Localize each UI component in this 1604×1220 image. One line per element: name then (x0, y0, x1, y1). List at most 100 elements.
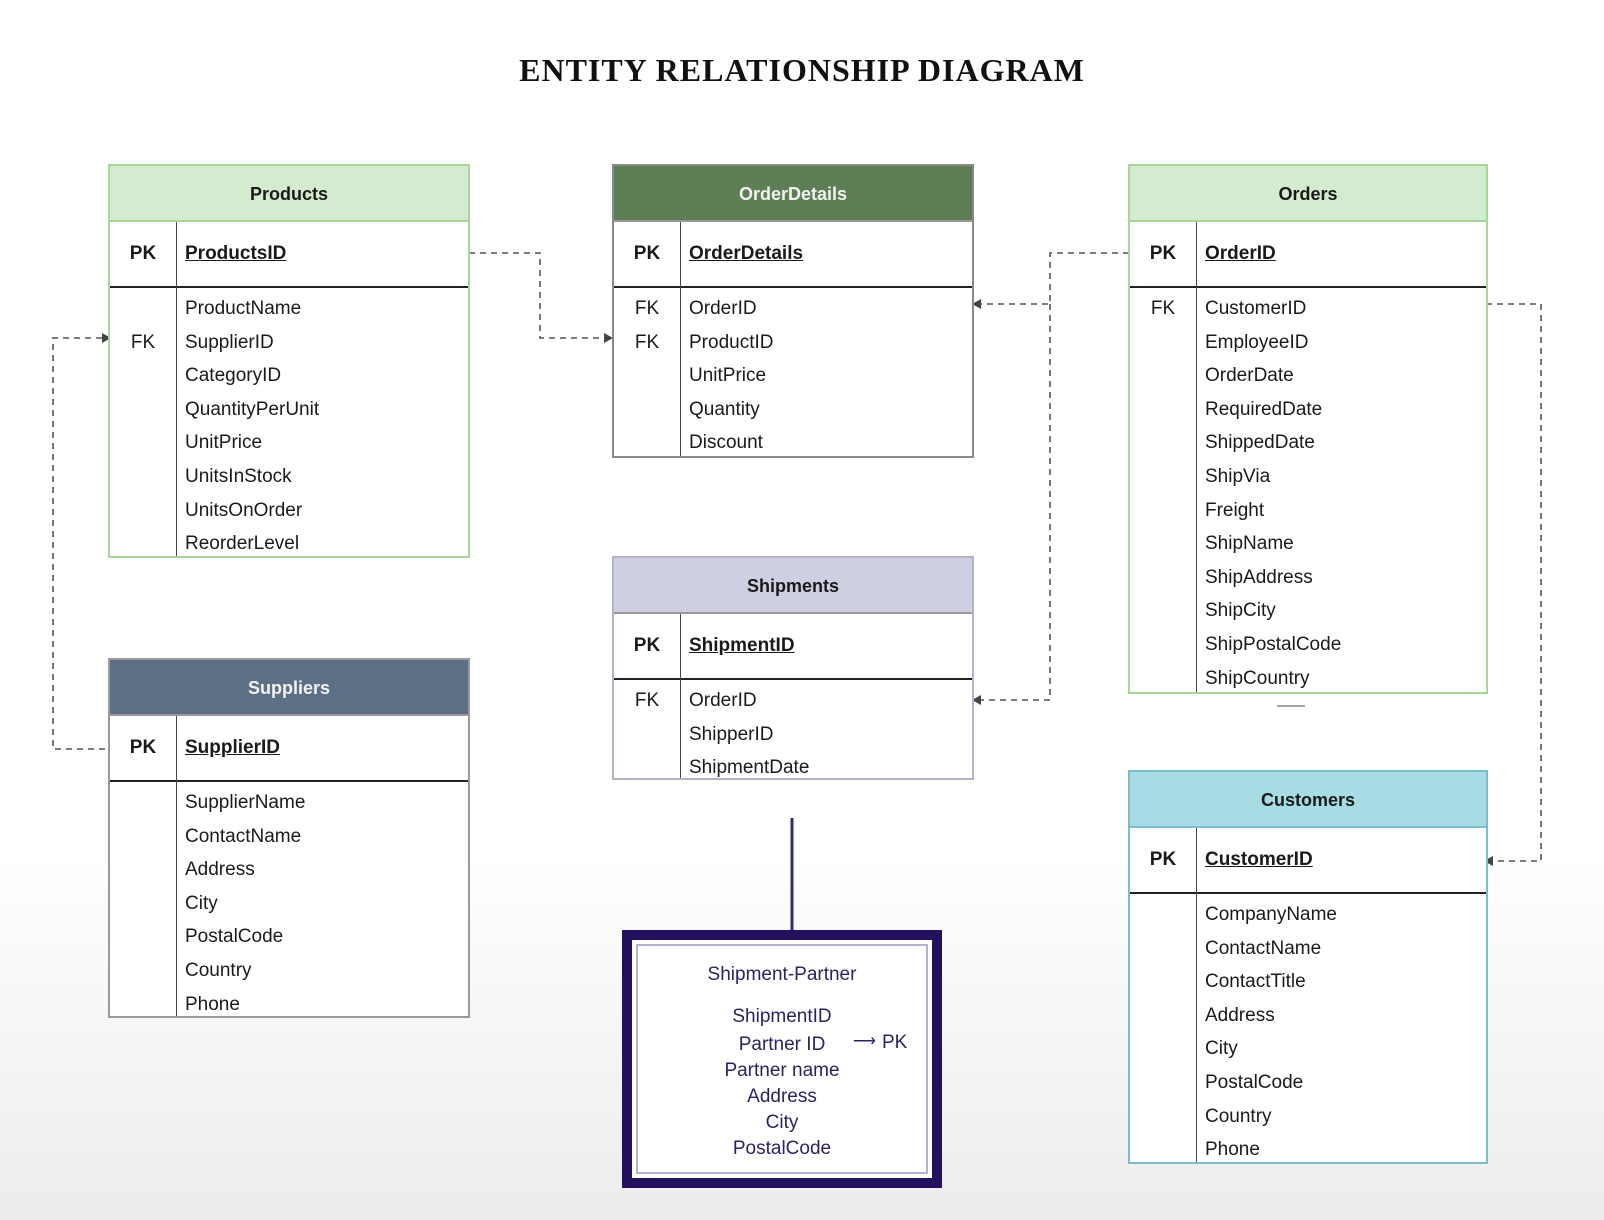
entity-title: Shipments (614, 558, 972, 614)
partner-field: PostalCode (732, 1138, 832, 1159)
diagram-title: ENTITY RELATIONSHIP DIAGRAM (519, 52, 1085, 88)
field-name: ContactTitle (1205, 971, 1306, 993)
arrow-right-icon: ⟶ (853, 1033, 876, 1050)
primary-key-row: PK ProductsID (110, 222, 468, 288)
field-row: Phone (1130, 1133, 1486, 1167)
entity-shipment-partner[interactable]: Shipment-Partner ShipmentID Partner ID P… (622, 930, 942, 1188)
column-divider (680, 614, 681, 778)
field-row: ShipName (1130, 527, 1486, 561)
field-row: ReorderLevel (110, 527, 468, 561)
field-name: ContactName (1205, 937, 1322, 959)
field-name: Address (1205, 1004, 1275, 1026)
field-list: CompanyName ContactName ContactTitle Add… (1130, 894, 1486, 1173)
entity-title: Orders (1130, 166, 1486, 222)
pk-note: PK (882, 1032, 908, 1053)
field-name: Phone (185, 993, 240, 1015)
field-name: ShipAddress (1205, 566, 1313, 588)
field-row: Address (1130, 999, 1486, 1033)
field-row: PostalCode (110, 920, 468, 954)
pk-field: CustomerID (1205, 849, 1313, 870)
field-name: ContactName (185, 825, 302, 847)
field-name: OrderID (689, 298, 757, 319)
arrowhead-icon (102, 333, 111, 343)
primary-key-row: PK ShipmentID (614, 614, 972, 680)
pk-field: OrderDetails (689, 243, 804, 264)
field-name: ProductName (185, 298, 302, 319)
field-row: ContactName (1130, 932, 1486, 966)
field-row: SupplierName (110, 786, 468, 820)
field-name: PostalCode (185, 926, 284, 948)
field-name: City (185, 892, 218, 914)
key-label: FK (130, 331, 156, 353)
field-row: City (1130, 1032, 1486, 1066)
pk-field: ProductsID (185, 243, 287, 264)
field-name: EmployeeID (1205, 331, 1309, 353)
entity-orders[interactable]: Orders PK OrderID FK CustomerID EmployeeI… (1128, 164, 1488, 694)
pk-label: PK (129, 737, 157, 758)
field-list: FK CustomerID EmployeeID OrderDate Requir… (1130, 288, 1486, 701)
field-row: Phone (110, 988, 468, 1022)
entity-suppliers[interactable]: Suppliers PK SupplierID SupplierName Con… (108, 658, 470, 1018)
field-row: ShipperID (614, 718, 972, 752)
column-divider (680, 222, 681, 456)
field-row: RequiredDate (1130, 393, 1486, 427)
connector-products-orderdetails (469, 252, 605, 339)
entity-title: Products (110, 166, 468, 222)
field-row: ShipPostalCode (1130, 628, 1486, 662)
connector-orders-customers (1486, 303, 1542, 862)
field-name: RequiredDate (1205, 398, 1323, 420)
entity-title: Suppliers (110, 660, 468, 716)
field-name: OrderID (689, 690, 757, 711)
field-name: ShipName (1205, 533, 1294, 555)
field-name: ProductID (689, 331, 774, 353)
field-name: CategoryID (185, 365, 282, 387)
field-name: CompanyName (1205, 904, 1337, 925)
field-name: ShipPostalCode (1205, 633, 1342, 655)
field-name: UnitPrice (689, 365, 767, 387)
column-divider (176, 222, 177, 556)
field-name: Freight (1205, 499, 1265, 521)
primary-key-row: PK CustomerID (1130, 828, 1486, 894)
key-label: FK (1150, 298, 1176, 319)
pk-field: SupplierID (185, 737, 281, 758)
field-row: ContactTitle (1130, 965, 1486, 999)
field-name: Discount (689, 432, 763, 454)
field-name: OrderDate (1205, 365, 1294, 387)
partner-field: City (765, 1112, 799, 1133)
field-row: ShippedDate (1130, 426, 1486, 460)
field-name: Address (185, 859, 255, 881)
field-name: CustomerID (1205, 298, 1307, 319)
field-row: FK CustomerID (1130, 292, 1486, 326)
column-divider (1196, 828, 1197, 1162)
field-row: Quantity (614, 393, 972, 427)
primary-key-row: PK OrderID (1130, 222, 1486, 288)
field-name: Country (185, 959, 252, 981)
field-name: ReorderLevel (185, 533, 300, 555)
field-row: UnitPrice (110, 426, 468, 460)
partner-field: ShipmentID (732, 1006, 832, 1027)
entity-shipments[interactable]: Shipments PK ShipmentID FK OrderID Shippe… (612, 556, 974, 780)
pk-field: OrderID (1205, 243, 1276, 264)
key-label: FK (634, 690, 660, 711)
field-name: Phone (1205, 1139, 1260, 1161)
column-divider (176, 716, 177, 1016)
entity-customers[interactable]: Customers PK CustomerID CompanyName Cont… (1128, 770, 1488, 1164)
pk-label: PK (1149, 849, 1177, 870)
field-row: ShipVia (1130, 460, 1486, 494)
field-name: ShipperID (689, 723, 774, 745)
arrowhead-icon (972, 695, 981, 705)
field-row: UnitsOnOrder (110, 494, 468, 528)
pk-label: PK (633, 635, 661, 656)
field-row: ProductName (110, 292, 468, 326)
entity-title: Customers (1130, 772, 1486, 828)
field-name: ShipCity (1205, 600, 1276, 622)
field-list: SupplierName ContactName Address City Po… (110, 782, 468, 1027)
field-name: QuantityPerUnit (185, 398, 320, 420)
field-row: PostalCode (1130, 1066, 1486, 1100)
